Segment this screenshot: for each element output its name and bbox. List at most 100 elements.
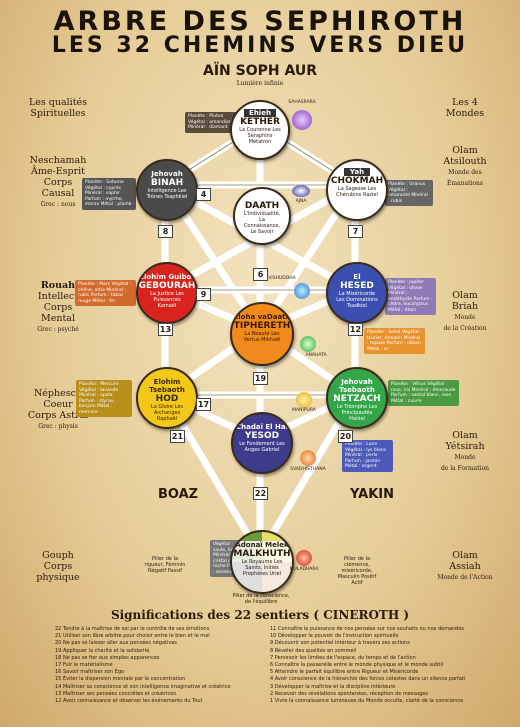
ajna-icon xyxy=(292,185,310,197)
path-number: 13 xyxy=(158,323,173,336)
info-geburah: Planète : Mars Végétal : chêne, ortie Mi… xyxy=(75,280,136,306)
divine-name: Jehovah Tsebaoth xyxy=(339,378,375,394)
ain-soph-aur: AÏN SOPH AUR xyxy=(202,63,318,79)
rouah-line: Intellect xyxy=(37,291,79,302)
info-hod: Planète : Mercure Végétal : lavande Miné… xyxy=(76,380,132,417)
gouph-line: Corps xyxy=(43,561,73,572)
neschamah-line: Âme-Esprit xyxy=(31,166,85,177)
neschamah-line: Corps xyxy=(43,177,73,188)
divine-name: Elohim Tsebaoth xyxy=(149,378,185,394)
chakra-label: VISHUDDHA xyxy=(268,276,296,281)
sephirah-name: NETZACH xyxy=(333,394,381,404)
path-meaning: 4 Avoir conscience de la hiérarchie des … xyxy=(270,676,466,683)
path-meaning: 3 Développer la maîtrise et la disciplin… xyxy=(270,683,396,690)
world-label: Monde xyxy=(454,314,476,321)
sephirah-desc: L'Individualité, La Connaissance, Le Sav… xyxy=(243,211,281,235)
info-kether: Planète : Pluton Végétal : amandier Miné… xyxy=(185,112,241,133)
world-label: Olam xyxy=(452,290,478,301)
world-label: de la Création xyxy=(443,325,487,332)
sephirah-chokmah[interactable]: Yah CHOKMAH La Sagesse Les Chérubins Raz… xyxy=(326,159,388,221)
sephirah-name: CHOKMAH xyxy=(330,176,384,186)
left-header-2: Spirituelles xyxy=(30,108,86,119)
sephirah-hesed[interactable]: El HESED La Miséricorde Les Dominations … xyxy=(326,262,388,324)
title-line2: LES 32 CHEMINS VERS DIEU xyxy=(51,33,469,58)
sephirah-yesod[interactable]: Chadaï El Haï YESOD Le Fondement Les Ang… xyxy=(231,412,293,474)
path-meaning: 8 Révéler des qualités en sommeil xyxy=(270,647,357,654)
divine-name: Adonaï Melek xyxy=(235,541,289,549)
sephirah-hod[interactable]: Elohim Tsebaoth HOD La Gloire Les Archan… xyxy=(136,367,198,429)
path-meaning: 9 Découvrir son potentiel intérieur à tr… xyxy=(270,640,410,647)
sephirah-kether[interactable]: Ehieh KETHER La Couronne Les Séraphins M… xyxy=(230,100,290,160)
world-briah: Olam Briah Monde de la Création xyxy=(425,290,505,334)
svadhisthana-icon xyxy=(300,450,316,466)
sephirah-daath[interactable]: DAATH L'Individualité, La Connaissance, … xyxy=(233,187,291,245)
sephirah-name: TIPHERETH xyxy=(233,321,291,331)
pillar-label: BOAZ xyxy=(158,487,199,502)
sephirah-netzach[interactable]: Jehovah Tsebaoth NETZACH Le Triomphe Les… xyxy=(326,367,388,429)
path-meaning: 18 Ne pas se fier aux simples apparences xyxy=(55,654,160,661)
pillar-yakin: YAKIN xyxy=(350,488,394,502)
world-label: Briah xyxy=(451,301,479,312)
divine-name: Jehovah xyxy=(151,170,183,178)
sephirah-name: KETHER xyxy=(240,117,280,127)
world-label: Assiah xyxy=(449,561,481,572)
divine-name: Chadaï El Haï xyxy=(235,423,288,431)
sephirah-desc: Le Fondement Les Anges Gabriel xyxy=(239,441,285,453)
world-label: Olam xyxy=(452,430,478,441)
gouph-block: Gouph Corps physique xyxy=(18,550,98,583)
rouah-line: Corps xyxy=(43,302,73,313)
chakra-label: MULADHARA xyxy=(289,567,319,572)
sephirah-name: DAATH xyxy=(244,201,280,211)
ain-subtitle: Lumière infinie xyxy=(236,80,284,87)
chakra-label: MANIPURA xyxy=(292,408,316,413)
world-label: de la Formation xyxy=(440,465,490,472)
gouph-line: physique xyxy=(36,572,80,583)
sephirah-malkuth[interactable]: Adonaï Melek MALKHUTH Le Royaume Les Sai… xyxy=(230,530,294,594)
path-meaning: 15 Éviter la dispersion mentale par la c… xyxy=(55,676,186,683)
sephirah-binah[interactable]: Jehovah BINAH Intelligence Les Trônes Ts… xyxy=(136,159,198,221)
neschamah-title: Neschamah xyxy=(29,155,87,166)
path-meaning: 17 Fuir le matérialisme xyxy=(55,662,113,669)
sephirah-name: HOD xyxy=(155,394,179,404)
path-meaning: 13 Maîtriser ses pensées concrètes et cr… xyxy=(55,690,176,697)
path-meaning: 19 Appliquer la charité et la solidarité xyxy=(55,647,150,654)
info-tiphereth: Planète : Soleil Végétal : laurier, roma… xyxy=(364,328,425,354)
sephirah-desc: Le Royaume Les Saints, Initiés Prophètes… xyxy=(241,559,283,577)
pillar-middle-sub: Pilier de la conscience, de l'équilibre xyxy=(232,593,290,605)
path-number: 17 xyxy=(196,398,211,411)
rouah-block: Rouah Intellect Corps Mental Grec : psyc… xyxy=(18,280,98,335)
path-meaning: 10 Développer le pouvoir de l'instructio… xyxy=(270,633,399,640)
divine-name: Ehieh xyxy=(244,109,276,117)
paths-list-right: 11 Connaître la puissance de nos pensées… xyxy=(270,626,480,705)
path-meaning: 22 Tendre à la maîtrise de soi par le co… xyxy=(55,626,210,632)
path-meaning: 14 Maîtriser sa conscience et son intell… xyxy=(55,683,231,690)
pillar-boaz: BOAZ xyxy=(158,488,198,502)
muladhara-icon xyxy=(296,550,312,566)
path-meaning: 5 Atteindre le parfait équilibre entre R… xyxy=(270,669,419,676)
sephirah-name: YESOD xyxy=(244,431,280,441)
world-atsilouth: Olam Atsilouth Monde des Émanations xyxy=(425,145,505,189)
vishuddha-icon xyxy=(294,283,310,299)
nephesch-line: Grec : physis xyxy=(38,423,78,430)
sephirah-desc: La Sagesse Les Chérubins Raziel xyxy=(336,186,378,198)
info-hesed: Planète : Jupiter Végétal : olivier Miné… xyxy=(385,278,436,315)
left-header-1: Les qualités xyxy=(28,97,88,108)
path-meaning: 11 Connaître la puissance de nos pensées… xyxy=(270,626,465,632)
info-netzach: Planète : Vénus Végétal : rose, iris Min… xyxy=(388,380,459,406)
chakra-label: SVADHISTHANA xyxy=(290,467,326,472)
pillar-boaz-sub: Pilier de la rigueur, Féminin Négatif Pa… xyxy=(144,556,186,574)
sephirah-name: GEBOURAH xyxy=(138,281,196,291)
pillar-label: YAKIN xyxy=(350,487,395,502)
nephesch-line: Corps Astral xyxy=(27,410,89,421)
world-label: Monde xyxy=(454,454,476,461)
world-label: Émanations xyxy=(447,180,483,187)
path-number: 7 xyxy=(348,225,363,238)
sephirah-tiphereth[interactable]: Eloha vaDaath TIPHERETH La Beauté Les Ve… xyxy=(230,302,294,366)
neschamah-line: Causal xyxy=(41,188,75,199)
sephirah-name: MALKHUTH xyxy=(233,549,291,559)
path-number: 19 xyxy=(253,372,268,385)
right-header-2: Mondes xyxy=(445,108,485,119)
divine-name: Elohim Guibor xyxy=(139,273,195,281)
path-number: 22 xyxy=(253,487,268,500)
sephirah-geburah[interactable]: Elohim Guibor GEBOURAH La Justice Les Pu… xyxy=(136,262,198,324)
